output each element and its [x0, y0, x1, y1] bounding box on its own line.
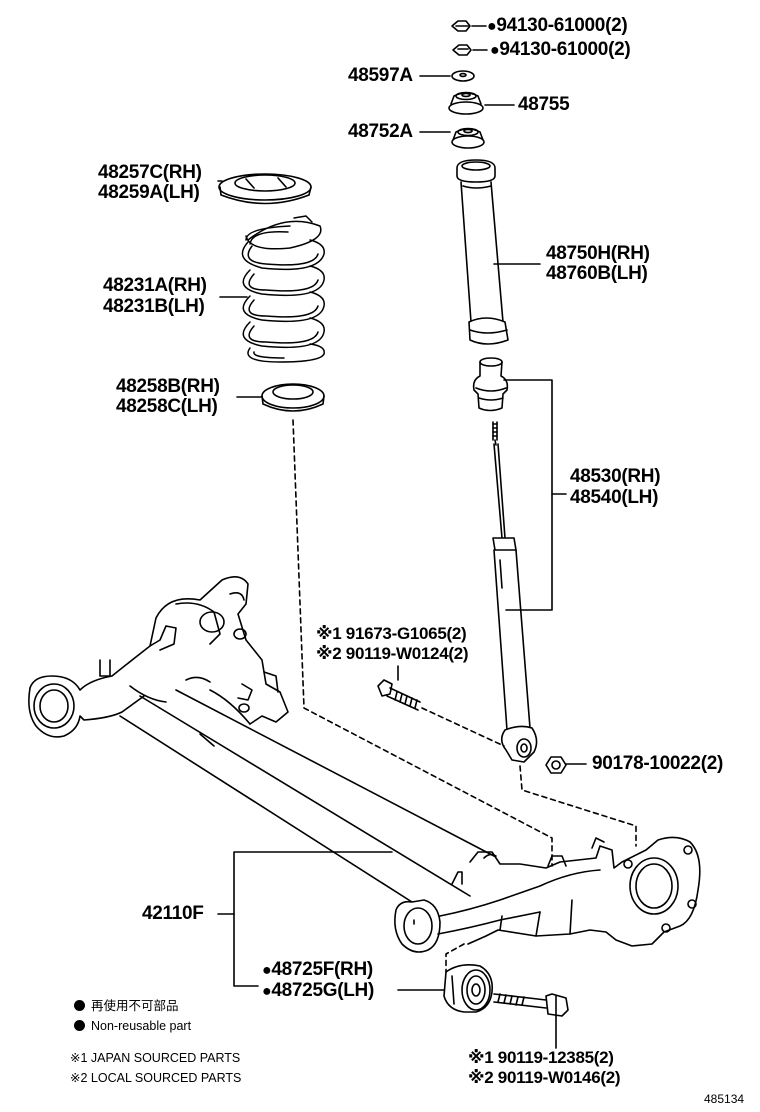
non-reusable-dot: ● [262, 962, 272, 979]
nut-lower-drawing [452, 44, 472, 56]
label-bush-rh: ●48725F(RH) [262, 959, 373, 980]
label-nut-1: ●94130-61000(2) [487, 15, 628, 36]
label-insulator-upper: 48752A [348, 121, 413, 142]
non-reusable-dot: ● [487, 18, 497, 35]
label-bolt-1: ※1 91673-G1065(2) [316, 624, 467, 643]
bolt-absorber-drawing [377, 679, 421, 711]
nut-absorber-drawing [545, 756, 567, 774]
coil-spring-drawing [241, 215, 325, 363]
dash-absorber-to-beam [519, 765, 637, 847]
legend-dot-icon [74, 1000, 85, 1011]
diagram-id: 485134 [704, 1092, 745, 1106]
label-boot-lh: 48760B(LH) [546, 263, 648, 284]
label-spring-seat-upper-lh: 48259A(LH) [98, 182, 200, 203]
axle-beam-drawing [28, 576, 701, 953]
nut-upper-drawing [451, 20, 471, 32]
label-spring-seat-upper-rh: 48257C(RH) [98, 162, 202, 183]
label-insulator-lower-rh: 48258B(RH) [116, 376, 220, 397]
bushing-drawing [443, 964, 494, 1013]
label-nut-3: 90178-10022(2) [592, 753, 724, 774]
dash-spring-to-beam [292, 419, 553, 867]
label-washer: 48597A [348, 65, 413, 86]
label-insulator-lower-lh: 48258C(LH) [116, 396, 218, 417]
label-absorber-lh: 48540(LH) [570, 487, 659, 508]
dash-bush [445, 943, 465, 973]
support-drawing [448, 91, 484, 115]
legend-note-2: ※2 LOCAL SOURCED PARTS [70, 1071, 242, 1085]
label-nut-2: ●94130-61000(2) [490, 39, 631, 60]
label-spring-lh: 48231B(LH) [103, 296, 205, 317]
non-reusable-dot: ● [262, 983, 272, 1000]
insulator-lower-drawing [261, 383, 325, 412]
label-bolt-2: ※2 90119-W0124(2) [316, 644, 469, 663]
legend-non-reusable-jp: 再使用不可部品 [74, 998, 179, 1014]
label-bolt-3: ※1 90119-12385(2) [468, 1048, 614, 1067]
legend-dot-icon [74, 1020, 85, 1031]
boot-drawing [456, 159, 509, 345]
washer-drawing [451, 70, 475, 82]
label-absorber-rh: 48530(RH) [570, 466, 661, 487]
label-boot-rh: 48750H(RH) [546, 243, 650, 264]
non-reusable-dot: ● [490, 42, 500, 59]
dash-bolt-to-absorber [421, 707, 505, 747]
label-bush-lh: ●48725G(LH) [262, 980, 374, 1001]
spring-seat-upper-drawing [218, 173, 312, 205]
bracket-beam [233, 851, 393, 987]
label-spring-rh: 48231A(RH) [103, 275, 207, 296]
legend-note-1: ※1 JAPAN SOURCED PARTS [70, 1051, 241, 1065]
label-beam: 42110F [142, 903, 204, 924]
insulator-upper-drawing [451, 127, 485, 149]
legend-non-reusable-en: Non-reusable part [74, 1018, 191, 1034]
bumper-drawing [472, 357, 509, 412]
label-support: 48755 [518, 94, 570, 115]
bolt-bushing-drawing [493, 993, 569, 1017]
absorber-drawing [492, 421, 538, 763]
label-bolt-4: ※2 90119-W0146(2) [468, 1068, 621, 1087]
bracket-absorber [503, 379, 553, 611]
